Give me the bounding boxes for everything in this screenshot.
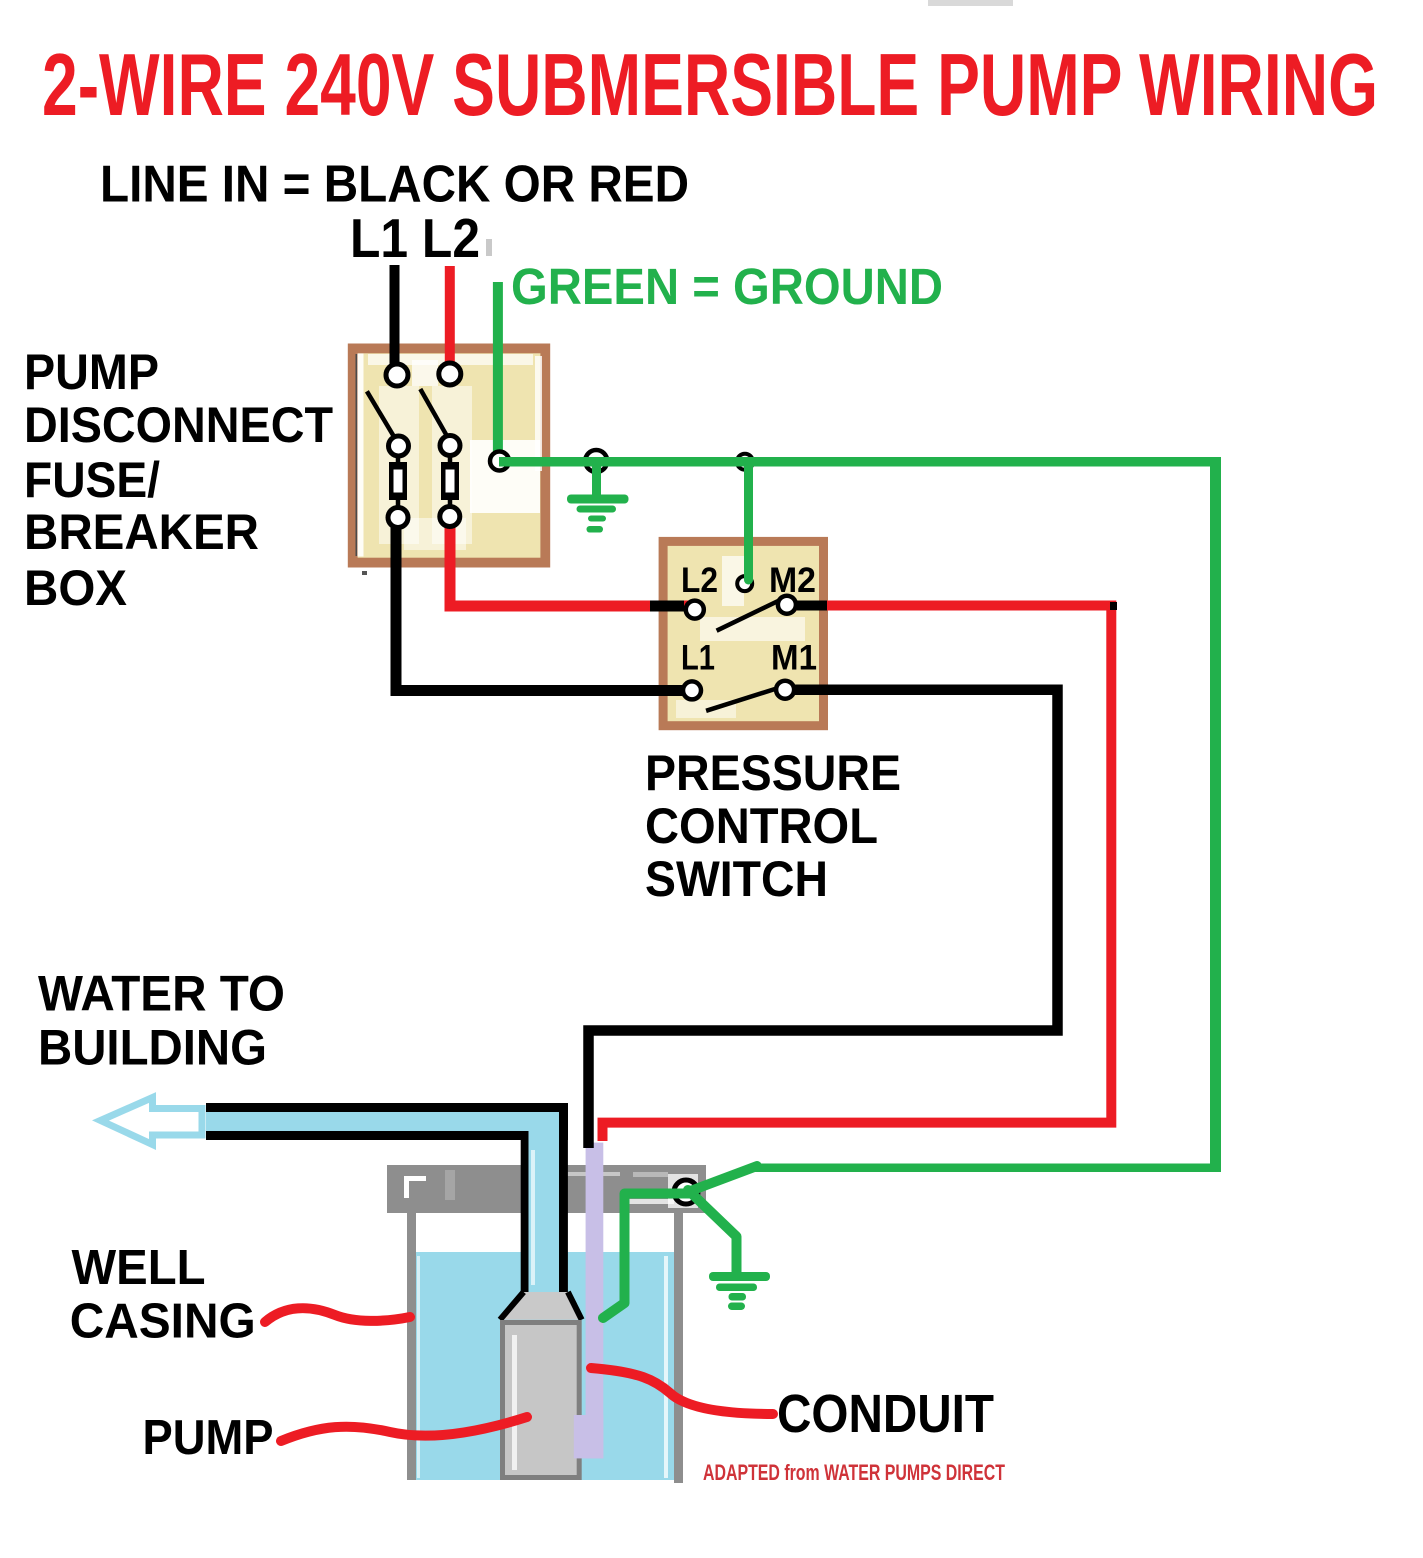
svg-text:DISCONNECT: DISCONNECT [24,397,333,453]
svg-text:PUMP: PUMP [143,1411,274,1465]
svg-text:SWITCH: SWITCH [645,851,828,907]
svg-text:BREAKER: BREAKER [24,504,259,560]
svg-text:CASING: CASING [70,1295,256,1349]
svg-text:FUSE/: FUSE/ [24,452,160,508]
svg-text:BOX: BOX [24,560,127,616]
svg-text:CONDUIT: CONDUIT [777,1384,994,1444]
svg-text:WATER TO: WATER TO [38,966,285,1022]
svg-text:WELL: WELL [72,1241,206,1295]
svg-text:PRESSURE: PRESSURE [645,745,901,801]
svg-text:CONTROL: CONTROL [645,798,878,854]
svg-text:L1: L1 [681,639,715,678]
svg-text:2-WIRE 240V SUBMERSIBLE PUMP W: 2-WIRE 240V SUBMERSIBLE PUMP WIRING [42,35,1378,134]
svg-text:L1 L2: L1 L2 [350,207,480,269]
svg-text:LINE IN = BLACK OR RED: LINE IN = BLACK OR RED [100,156,689,214]
svg-text:GREEN = GROUND: GREEN = GROUND [511,258,943,315]
svg-text:ADAPTED from WATER PUMPS DIREC: ADAPTED from WATER PUMPS DIRECT [703,1460,1005,1485]
svg-text:BUILDING: BUILDING [38,1019,267,1075]
svg-text:PUMP: PUMP [24,344,159,400]
svg-text:M2: M2 [769,561,816,600]
svg-text:L2: L2 [681,561,718,600]
svg-text:M1: M1 [771,639,817,678]
